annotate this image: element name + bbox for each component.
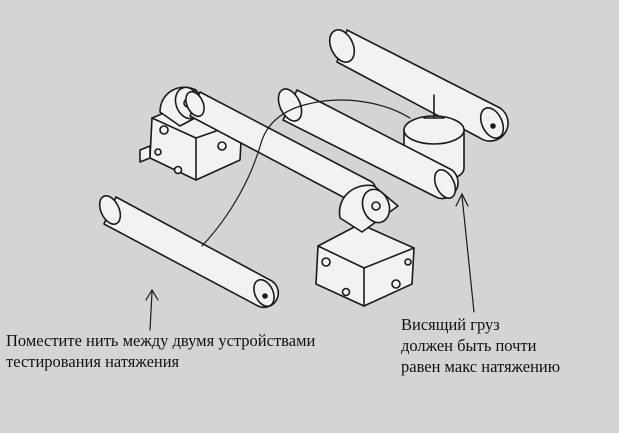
right-pointer-line xyxy=(461,195,475,313)
back-roller xyxy=(328,29,509,142)
right-pointer-arrow xyxy=(455,192,469,207)
right-tension-tester xyxy=(315,184,415,307)
weight-instruction-caption: Висящий груз должен быть почти равен мак… xyxy=(401,314,560,377)
left-pointer-arrow xyxy=(145,288,159,301)
thread-instruction-caption: Поместите нить между двумя устройствами … xyxy=(6,330,315,372)
thread-line xyxy=(201,99,411,247)
weight-instruction-line-1: Висящий груз xyxy=(401,315,500,334)
front-roller xyxy=(98,195,280,309)
weight-instruction-line-2: должен быть почти xyxy=(401,336,537,355)
weight-instruction-line-3: равен макс натяжению xyxy=(401,357,561,376)
thread-instruction-line-2: тестирования натяжения xyxy=(6,352,180,371)
thread-instruction-line-1: Поместите нить между двумя устройствами xyxy=(6,331,316,350)
left-pointer-line xyxy=(149,291,153,331)
